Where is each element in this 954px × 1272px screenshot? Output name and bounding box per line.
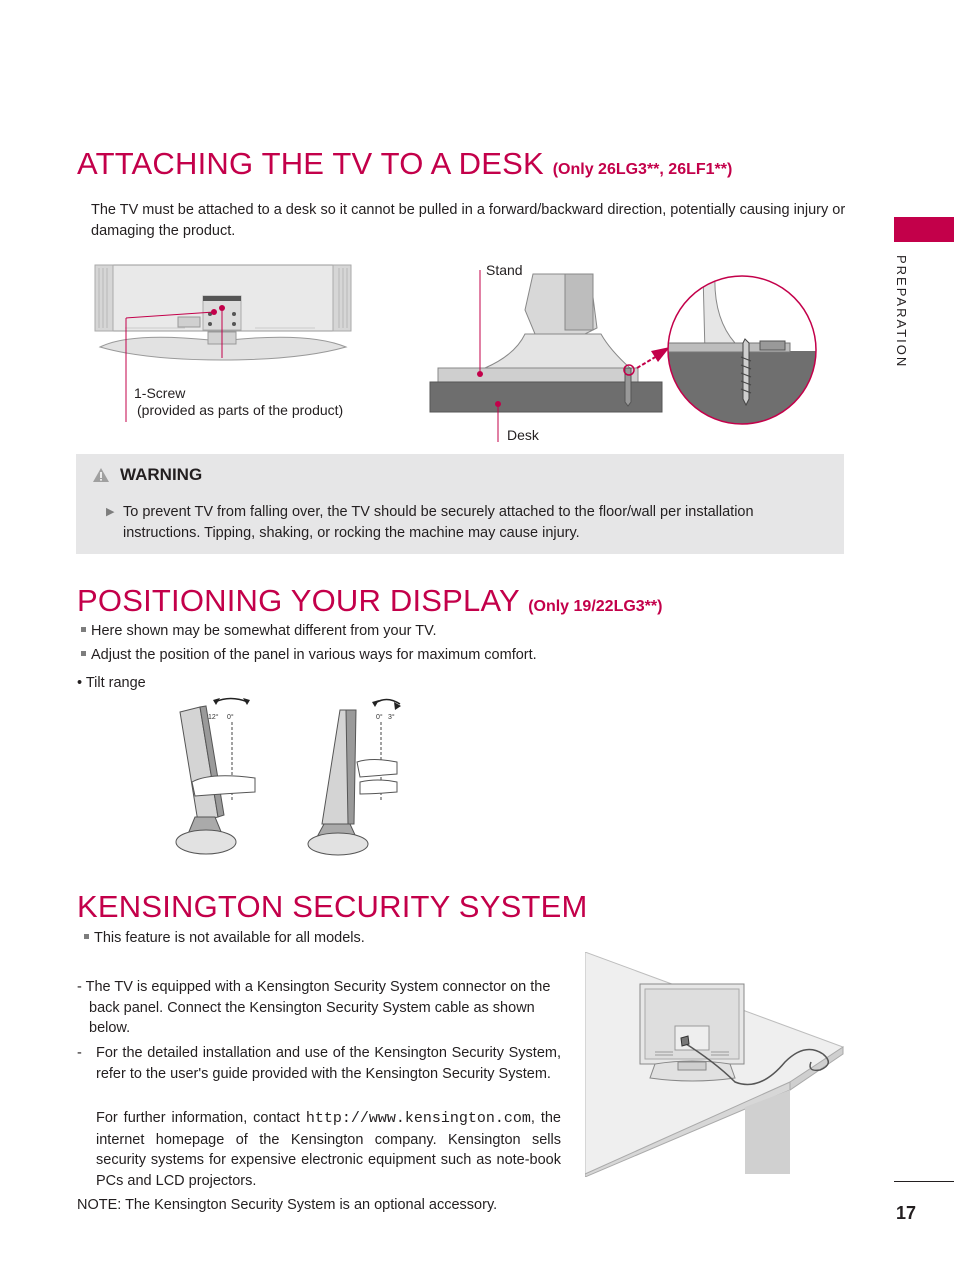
angle-0-label-2: 0° bbox=[376, 713, 383, 721]
desk-title-note: (Only 26LG3**, 26LF1**) bbox=[552, 161, 733, 178]
desk-intro: The TV must be attached to a desk so it … bbox=[91, 202, 846, 239]
display-section-title: POSITIONING YOUR DISPLAY (Only 19/22LG3*… bbox=[77, 585, 662, 616]
square-bullet-icon bbox=[81, 627, 86, 632]
desk-label: Desk bbox=[507, 427, 539, 443]
tilt-back-illustration: 12° 0° bbox=[175, 697, 256, 855]
warning-icon bbox=[93, 468, 109, 482]
kensington-para-1: - The TV is equipped with a Kensington S… bbox=[77, 979, 551, 1036]
screw-label: 1-Screw bbox=[134, 385, 186, 401]
kensington-para-2-dash: - bbox=[77, 1045, 82, 1061]
tv-back-illustration bbox=[94, 264, 352, 422]
square-bullet-icon bbox=[81, 651, 86, 656]
display-bullet-1: Here shown may be somewhat different fro… bbox=[81, 623, 436, 639]
angle-3-label: 3° bbox=[388, 713, 395, 721]
kensington-illustration bbox=[585, 952, 845, 1177]
section-label: PREPARATION bbox=[894, 255, 909, 369]
warning-title: WARNING bbox=[120, 465, 203, 484]
angle-0-label: 0° bbox=[227, 713, 234, 721]
display-title-text: POSITIONING YOUR DISPLAY bbox=[77, 583, 520, 618]
warning-box bbox=[76, 454, 844, 554]
screw-note: (provided as parts of the product) bbox=[137, 402, 344, 418]
contact-text-rest: , the internet homepage of the Kensingto… bbox=[96, 1110, 561, 1189]
angle-12-label: 12° bbox=[208, 713, 219, 721]
kensington-para-3: For further information, contact http://… bbox=[96, 1108, 561, 1191]
contact-text: For further information, contact bbox=[96, 1110, 300, 1126]
square-bullet-icon bbox=[84, 934, 89, 939]
stand-label: Stand bbox=[486, 262, 523, 278]
screw-detail-magnifier bbox=[667, 275, 817, 425]
kensington-bullet: This feature is not available for all mo… bbox=[84, 930, 365, 946]
kensington-para-2: For the detailed installation and use of… bbox=[96, 1045, 561, 1082]
page-number: 17 bbox=[896, 1203, 917, 1223]
kensington-url-link[interactable]: http://www.kensington.com bbox=[305, 1110, 531, 1127]
tilt-range-label: • Tilt range bbox=[77, 675, 146, 691]
display-title-note: (Only 19/22LG3**) bbox=[528, 598, 663, 615]
desk-title-text: ATTACHING THE TV TO A DESK bbox=[77, 146, 544, 181]
desk-section-title: ATTACHING THE TV TO A DESK (Only 26LG3**… bbox=[77, 148, 732, 179]
kensington-note: NOTE: The Kensington Security System is … bbox=[77, 1197, 498, 1213]
section-tab bbox=[894, 217, 954, 242]
page-number-rule bbox=[894, 1181, 954, 1182]
warning-bullet-icon: ▶ bbox=[106, 506, 115, 518]
tilt-forward-illustration: 0° 3° bbox=[307, 698, 401, 856]
warning-text: To prevent TV from falling over, the TV … bbox=[123, 504, 754, 541]
display-bullet-2: Adjust the position of the panel in vari… bbox=[81, 647, 537, 663]
kensington-section-title: KENSINGTON SECURITY SYSTEM bbox=[77, 889, 588, 924]
stand-desk-illustration bbox=[429, 270, 670, 442]
